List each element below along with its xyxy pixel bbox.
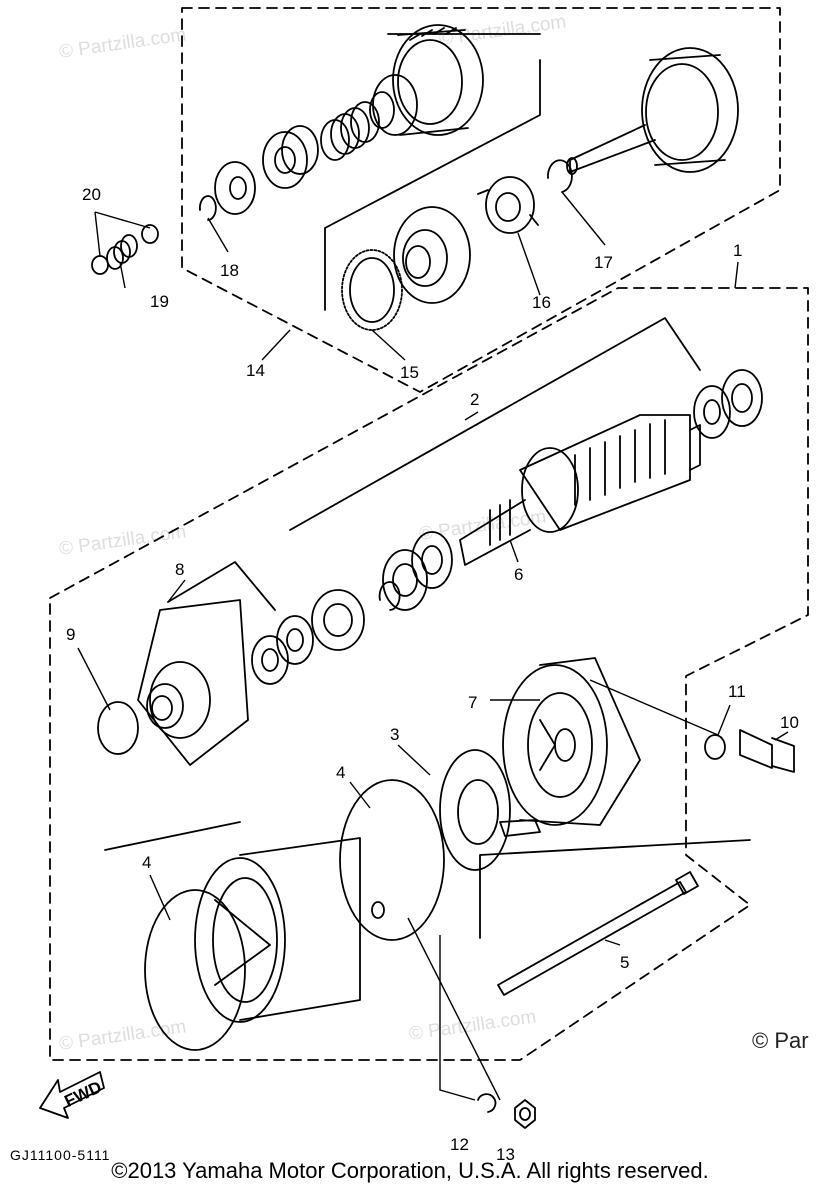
washer-11 — [704, 734, 726, 760]
callout-labels: 1 2 3 4 4 5 6 7 8 9 10 11 12 13 14 15 16… — [66, 185, 799, 1164]
callout-4-front: 4 — [142, 853, 151, 872]
callout-20: 20 — [82, 185, 101, 204]
through-bolt-5 — [497, 871, 699, 996]
callout-13: 13 — [496, 1145, 515, 1164]
copyright-notice: ©2013 Yamaha Motor Corporation, U.S.A. A… — [111, 1158, 709, 1183]
spacer-collar — [262, 125, 319, 189]
yoke — [194, 837, 385, 1023]
corner-watermark: © Par — [752, 1028, 809, 1053]
callout-4-rear: 4 — [336, 763, 345, 782]
rear-cover-7 — [502, 657, 641, 826]
gasket-4-front — [144, 889, 246, 1051]
spring-19 — [106, 234, 138, 270]
callout-5: 5 — [620, 953, 629, 972]
callout-19: 19 — [150, 292, 169, 311]
washer-set-2 — [378, 369, 763, 611]
bracket-4-lines — [104, 821, 241, 851]
callout-18: 18 — [220, 261, 239, 280]
bracket-8-lines — [167, 561, 276, 611]
callout-11: 11 — [728, 682, 746, 701]
callout-6: 6 — [514, 565, 523, 584]
watermark-1: © Partzilla.com — [58, 24, 188, 63]
clip-12 — [477, 1093, 497, 1113]
watermark-6: © Partzilla.com — [408, 1006, 538, 1045]
watermark-2: © Partzilla.com — [438, 11, 568, 50]
group-14-boundary — [181, 7, 781, 393]
brush-holder-3 — [439, 749, 541, 871]
callout-1: 1 — [733, 241, 742, 260]
watermark-5: © Partzilla.com — [58, 1016, 188, 1055]
washer-20b — [141, 224, 159, 244]
clutch-housing — [393, 206, 471, 304]
callout-15: 15 — [400, 363, 419, 382]
callout-12: 12 — [450, 1135, 469, 1154]
callout-10: 10 — [780, 713, 799, 732]
fwd-arrow-icon: FWD — [39, 1071, 105, 1119]
sub-boundary-left — [324, 59, 541, 229]
gasket-4-rear — [339, 779, 445, 941]
nut-13 — [514, 1099, 536, 1129]
callout-2: 2 — [470, 390, 479, 409]
pinion-clutch-assembly — [369, 24, 484, 136]
callout-7: 7 — [468, 693, 477, 712]
callout-3: 3 — [390, 725, 399, 744]
circlip-17 — [547, 159, 573, 193]
watermark-4: © Partzilla.com — [418, 506, 548, 545]
front-cover-8 — [137, 599, 314, 766]
bracket-5-lines — [479, 839, 751, 939]
callout-9: 9 — [66, 625, 75, 644]
bolt-10 — [739, 729, 795, 773]
gear-shaft — [566, 47, 739, 175]
callout-8: 8 — [175, 560, 184, 579]
callout-17: 17 — [594, 253, 613, 272]
watermark-3: © Partzilla.com — [58, 521, 188, 560]
o-ring-9 — [97, 701, 139, 755]
armature-6 — [459, 414, 701, 566]
leader-lines — [77, 191, 789, 1101]
spring — [320, 101, 380, 161]
washer-20a — [91, 255, 109, 275]
snap-ring-18 — [199, 195, 217, 221]
bracket-2-lines — [289, 317, 701, 531]
callout-14: 14 — [246, 361, 265, 380]
callout-16: 16 — [532, 293, 551, 312]
needle-washer-15 — [341, 249, 403, 331]
brush-plate — [311, 589, 365, 651]
bearing-washer-small — [214, 161, 256, 215]
lock-plate-16 — [477, 176, 539, 234]
part-code: GJ11100-5111 — [10, 1147, 110, 1163]
